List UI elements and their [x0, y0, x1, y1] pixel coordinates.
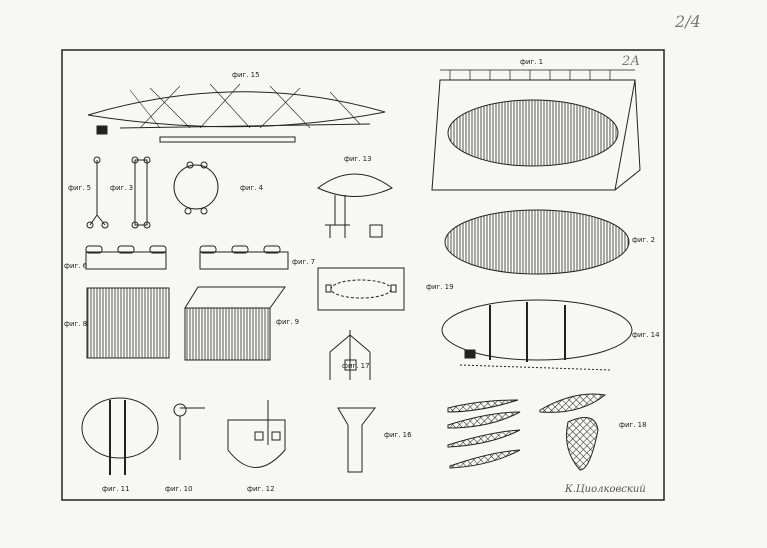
profiles-fig18 [447, 393, 607, 471]
rolled-sheet-fig7 [199, 245, 289, 270]
airship-hangar-fig1 [431, 69, 641, 191]
plate-fig3 [134, 159, 148, 226]
fig-label: фиг. 19 [426, 283, 454, 291]
fig-label: фиг. 10 [165, 485, 193, 493]
vessel-fig12 [227, 400, 286, 468]
fig-label: фиг. 9 [276, 318, 300, 326]
fig-label: фиг. 18 [619, 421, 647, 429]
corrugated-sheet-fig9 [184, 286, 286, 361]
airship-fig15 [87, 83, 386, 143]
fig-label: фиг. 8 [64, 320, 88, 328]
signature: К.Циолковский [565, 484, 646, 495]
airship-frame-fig14 [441, 299, 633, 371]
fig-label: фиг. 15 [232, 71, 260, 79]
fig-label: фиг. 3 [110, 184, 134, 192]
fig-label: фиг. 14 [632, 331, 660, 339]
fig-label: фиг. 12 [247, 485, 275, 493]
fig-label: фиг. 17 [342, 362, 370, 370]
fig-label: фиг. 5 [68, 184, 92, 192]
tent-fig17 [329, 330, 371, 380]
fig-label: фиг. 13 [344, 155, 372, 163]
ring-fig4 [173, 164, 219, 210]
corrugated-sheet-fig8 [86, 287, 170, 359]
fig-label: фиг. 2 [632, 236, 656, 244]
fig-label: фиг. 16 [384, 431, 412, 439]
column-fig16 [337, 407, 377, 473]
cable-fig5 [89, 160, 106, 226]
apparatus-fig13 [317, 173, 393, 238]
sheet-number: 2/4 [675, 12, 701, 31]
frame-mark: 2А [622, 54, 641, 69]
lever-fig10 [173, 403, 205, 460]
fig-label: фиг. 1 [520, 58, 544, 66]
drawing-frame [61, 49, 665, 501]
fig-label: фиг. 6 [64, 262, 88, 270]
fig-label: фиг. 11 [102, 485, 130, 493]
fig-label: фиг. 7 [292, 258, 316, 266]
mechanism-fig11 [81, 397, 159, 475]
rolled-sheet-fig6 [85, 245, 167, 270]
airship-hull-fig2 [444, 209, 630, 275]
fig-label: фиг. 4 [240, 184, 264, 192]
plan-fig19 [317, 267, 405, 311]
